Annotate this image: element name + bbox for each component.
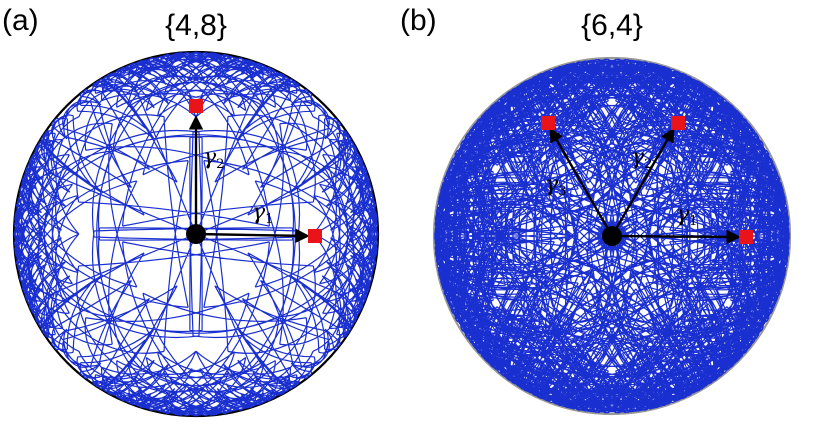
panel-b-vectors: γ1 γ2 γ3 — [541, 116, 753, 246]
gamma2-label-a: γ2 — [203, 145, 224, 172]
panel-a: (a) {4,8} γ1 γ2 — [2, 4, 380, 418]
site-marker-b-2 — [671, 116, 685, 130]
panel-a-vectors: γ1 γ2 — [186, 99, 322, 244]
panel-a-letter: (a) — [2, 4, 39, 37]
gamma1-label-a: γ1 — [252, 200, 273, 227]
site-marker-a-2 — [189, 99, 203, 113]
disk-boundary — [432, 56, 792, 416]
gamma3-arrow-b — [549, 127, 614, 237]
gamma1-label-b: γ1 — [676, 202, 697, 229]
panel-a-title: {4,8} — [165, 9, 227, 42]
gamma2-arrow-b — [610, 127, 675, 237]
poincare-disk-a — [12, 50, 380, 418]
gamma1-arrow-b — [611, 229, 741, 245]
site-marker-b-1 — [739, 230, 753, 244]
panel-b-letter: (b) — [400, 4, 437, 37]
center-site-b — [602, 226, 622, 246]
panel-b-title: {6,4} — [581, 9, 643, 42]
gamma2-label-b: γ2 — [631, 145, 652, 172]
panel-b: (b) {6,4} γ1 γ2 γ3 — [400, 4, 792, 416]
center-site-a — [186, 224, 206, 244]
gamma1-arrow-a — [195, 228, 310, 243]
site-marker-a-1 — [308, 229, 322, 243]
site-marker-b-3 — [541, 116, 555, 130]
gamma3-label-b: γ3 — [545, 172, 566, 199]
